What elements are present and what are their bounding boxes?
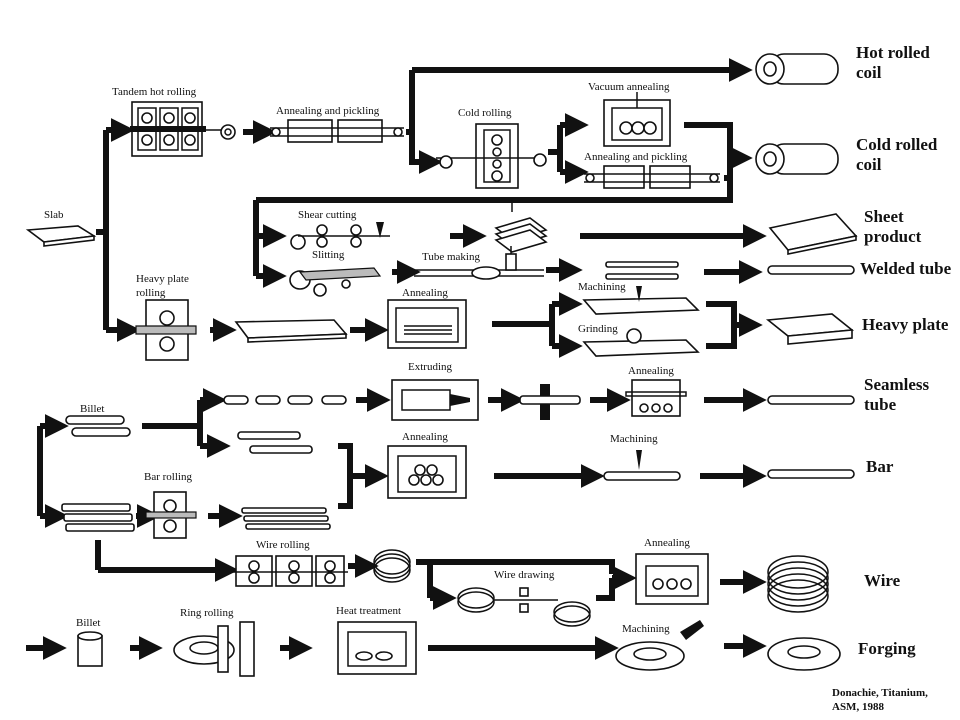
- product-welded-tube: Welded tube: [860, 259, 952, 278]
- label-machining-plate: Machining: [578, 281, 626, 293]
- heat-treatment-furnace-icon: [337, 621, 417, 675]
- bars-icon: [237, 431, 313, 454]
- forging-billet-icon: [77, 631, 103, 667]
- wire-product-icon: [767, 555, 829, 613]
- ring-rolling-icon: [173, 621, 255, 677]
- process-labels: Slab Tandem hot rolling Annealing and pi…: [44, 81, 690, 635]
- seamless-tube-icon: [767, 395, 855, 405]
- product-hot-rolled-coil-2: coil: [856, 63, 882, 82]
- heavy-plate-rolling-mill-icon: [135, 299, 197, 361]
- welded-tube-icon: [767, 265, 855, 275]
- sheet-product-icon: [768, 213, 858, 255]
- label-heat-treatment: Heat treatment: [336, 605, 401, 617]
- label-slitting: Slitting: [312, 249, 345, 261]
- product-seamless-tube-2: tube: [864, 395, 897, 414]
- label-ring-rolling: Ring rolling: [180, 607, 234, 619]
- label-cold-rolling: Cold rolling: [458, 107, 512, 119]
- citation-line-2: ASM, 1988: [832, 701, 884, 713]
- bar-rolling-mill-icon: [61, 491, 331, 539]
- product-cold-rolled-coil-2: coil: [856, 155, 882, 174]
- label-machining-bar: Machining: [610, 433, 658, 445]
- annealing-furnace-plate-icon: [387, 299, 467, 349]
- product-bar: Bar: [866, 457, 894, 476]
- label-tandem-hot-rolling: Tandem hot rolling: [112, 86, 197, 98]
- grinding-plate-icon: [582, 328, 700, 357]
- label-bar-rolling: Bar rolling: [144, 471, 192, 483]
- label-billet: Billet: [80, 403, 104, 415]
- forging-ring-icon: [767, 637, 841, 671]
- hot-rolled-coil-icon: [755, 53, 839, 85]
- product-heavy-plate: Heavy plate: [862, 315, 949, 334]
- label-annealing-plate: Annealing: [402, 287, 448, 299]
- label-billet-forging: Billet: [76, 617, 100, 629]
- extrusion-die-icon: [519, 384, 581, 420]
- tube-making-icon: [414, 246, 544, 280]
- machining-ring-icon: [615, 620, 704, 671]
- label-grinding: Grinding: [578, 323, 618, 335]
- product-forging: Forging: [858, 639, 916, 658]
- annealing-pickling-furnace-2-icon: [584, 165, 720, 189]
- product-cold-rolled-coil-1: Cold rolled: [856, 135, 938, 154]
- citation-line-1: Donachie, Titanium,: [832, 687, 928, 699]
- label-slab: Slab: [44, 209, 64, 221]
- sheet-stack-icon: [494, 200, 548, 253]
- billet-pieces-icon: [223, 395, 347, 405]
- heavy-plate-icon: [765, 313, 855, 345]
- product-labels: Hot rolled coil Cold rolled coil Sheet p…: [856, 43, 952, 658]
- annealing-furnace-wire-icon: [635, 553, 709, 605]
- shear-cutting-icon: [290, 222, 390, 250]
- label-annealing-tube: Annealing: [628, 365, 674, 377]
- vacuum-annealing-furnace-icon: [603, 92, 671, 147]
- label-annealing-pickling-1: Annealing and pickling: [276, 105, 380, 117]
- cold-rolling-mill-icon: [436, 123, 547, 189]
- label-machining-forging: Machining: [622, 623, 670, 635]
- plate-icon: [234, 319, 348, 343]
- slitting-icon: [289, 267, 382, 297]
- product-sheet-1: Sheet: [864, 207, 904, 226]
- citation: Donachie, Titanium, ASM, 1988: [832, 687, 928, 713]
- slab-icon: [25, 225, 97, 247]
- cold-rolled-coil-icon: [755, 143, 839, 175]
- billets-icon: [65, 415, 131, 437]
- label-annealing-pickling-2: Annealing and pickling: [584, 151, 688, 163]
- annealing-pickling-furnace-icon: [270, 119, 404, 143]
- wire-coil-icon: [373, 549, 411, 583]
- tandem-hot-rolling-mill-icon: [130, 101, 236, 157]
- bar-icon: [767, 469, 855, 479]
- wire-rolling-mill-icon: [232, 555, 348, 587]
- label-annealing-bar: Annealing: [402, 431, 448, 443]
- product-seamless-tube-1: Seamless: [864, 375, 930, 394]
- product-sheet-2: product: [864, 227, 922, 246]
- wire-drawing-icon: [457, 587, 591, 627]
- machining-bar-icon: [603, 450, 681, 481]
- label-shear-cutting: Shear cutting: [298, 209, 357, 221]
- label-annealing-wire: Annealing: [644, 537, 690, 549]
- label-wire-rolling: Wire rolling: [256, 539, 310, 551]
- product-hot-rolled-coil-1: Hot rolled: [856, 43, 930, 62]
- welded-tubes-icon: [605, 261, 679, 280]
- flow-arrows: [26, 58, 767, 660]
- label-tube-making: Tube making: [422, 251, 480, 263]
- annealing-furnace-tube-icon: [625, 379, 687, 417]
- machining-plate-icon: [582, 286, 700, 315]
- extruding-press-icon: [391, 379, 479, 421]
- label-wire-drawing: Wire drawing: [494, 569, 555, 581]
- label-vacuum-annealing: Vacuum annealing: [588, 81, 670, 93]
- label-extruding: Extruding: [408, 361, 452, 373]
- label-heavy-plate-rolling-2: rolling: [136, 287, 166, 299]
- annealing-furnace-bar-icon: [387, 445, 467, 499]
- product-wire: Wire: [864, 571, 901, 590]
- label-heavy-plate-rolling-1: Heavy plate: [136, 273, 189, 285]
